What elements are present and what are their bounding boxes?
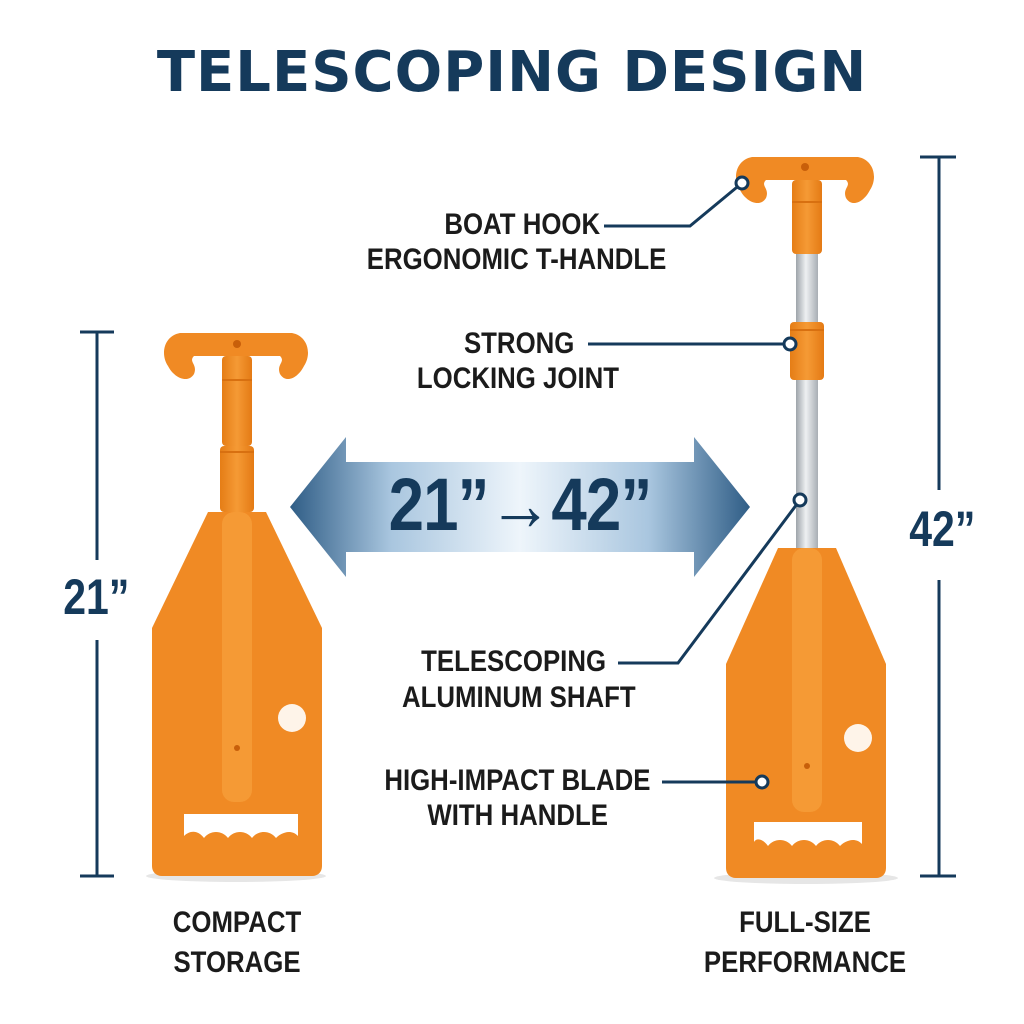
left-dimension-label: 21”: [63, 569, 130, 625]
callout-blade-line1: HIGH-IMPACT BLADE: [383, 764, 650, 797]
callout-leaders: [588, 181, 802, 784]
callout-dots: [734, 175, 808, 790]
right-dimension-label: 42”: [909, 501, 976, 557]
range-label: 21”→42”: [388, 463, 653, 546]
callout-joint-line1: STRONG: [463, 327, 574, 360]
callout-shaft-line2: ALUMINUM SHAFT: [402, 681, 636, 714]
extended-paddle: [714, 157, 898, 884]
left-caption-line1: COMPACT: [172, 906, 302, 939]
left-dimension-line: [80, 330, 114, 878]
callout-joint-line2: LOCKING JOINT: [416, 362, 619, 395]
left-caption-line2: STORAGE: [173, 946, 301, 979]
callout-blade-line2: WITH HANDLE: [427, 799, 608, 832]
callout-handle-line2: ERGONOMIC T-HANDLE: [366, 243, 666, 276]
right-dimension-line: [920, 155, 956, 878]
callout-handle-line1: BOAT HOOK: [444, 208, 600, 241]
compact-paddle: [146, 333, 326, 882]
right-caption-line1: FULL-SIZE: [739, 906, 871, 939]
double-arrow-icon: [290, 437, 750, 577]
page-title: TELESCOPING DESIGN: [156, 40, 868, 105]
callout-shaft-line1: TELESCOPING: [421, 645, 606, 678]
right-caption-line2: PERFORMANCE: [703, 946, 907, 979]
